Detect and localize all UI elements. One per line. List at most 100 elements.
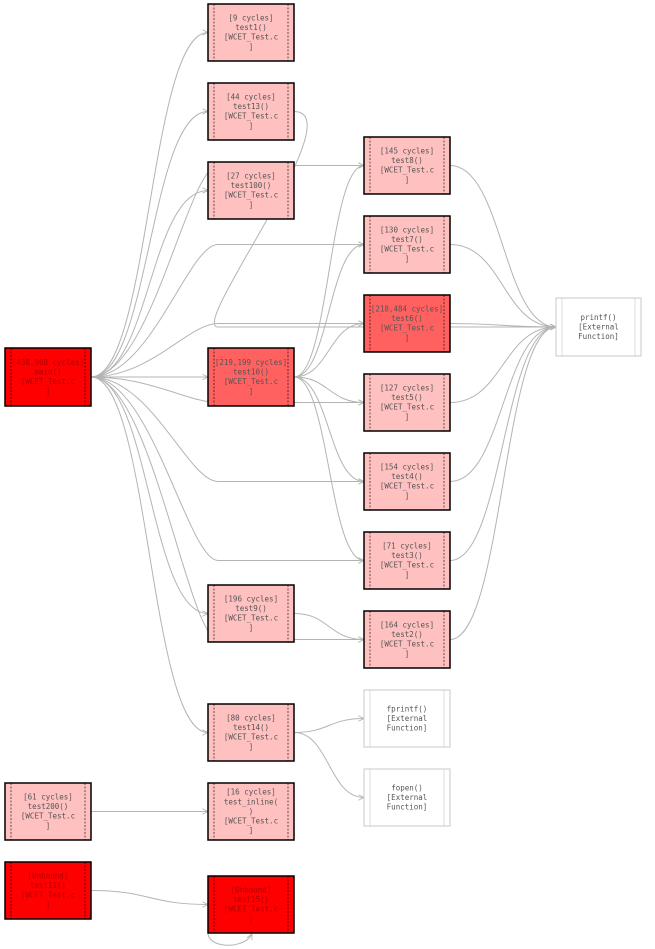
edges-layer [90,33,556,946]
node-test10-label-line-0: [219,199 cycles] [215,358,287,367]
node-test13[interactable]: [44 cycles]test13()[WCET_Test.c] [207,82,295,141]
node-test7-label-line-1: test7() [391,235,423,244]
node-test100[interactable]: [27 cycles]test100()[WCET_Test.c] [207,161,295,220]
node-test200[interactable]: [61 cycles]test200()[WCET_Test.c] [4,782,92,841]
node-test3-label-line-0: [71 cycles] [382,542,432,551]
node-test10-label-line-2: [WCET_Test.c [224,377,278,386]
edge-main-to-test9 [90,376,208,614]
node-test13-label-line-0: [44 cycles] [226,93,276,102]
node-test14-label-line-2: [WCET_Test.c [224,733,278,742]
edge-test10-to-test5 [293,376,364,403]
edge-main-to-test6 [90,324,364,378]
node-test11-label-line-1: test11() [30,881,66,890]
node-printf-box [555,297,642,357]
node-test5-label-line-2: [WCET_Test.c [380,403,434,412]
node-test13-label-line-1: test13() [233,102,269,111]
node-fopen-label-line-1: [External [387,793,428,802]
node-test7[interactable]: [130 cycles]test7()[WCET_Test.c] [363,215,451,274]
edge-test13-to-printf [213,111,556,328]
nodes-layer: [9 cycles]test1()[WCET_Test.c] [44 cycles… [4,3,642,934]
node-test200-label-line-0: [61 cycles] [23,793,73,802]
node-test5-box [363,373,451,432]
node-test5-label-line-1: test5() [391,393,423,402]
node-test6-box [363,294,451,353]
node-test100-box [207,161,295,220]
node-printf-label-line-2: Function] [578,332,619,341]
node-test3-label-line-1: test3() [391,551,423,560]
node-main-label-line-3: ] [46,387,51,396]
node-test10-label-line-3: ] [249,387,254,396]
node-test6[interactable]: [218,484 cycles]test6()[WCET_Test.c] [363,294,451,353]
node-test8-label-line-3: ] [405,175,410,184]
node-test14[interactable]: [80 cycles]test14()[WCET_Test.c] [207,703,295,762]
node-printf-label-line-1: [External [578,322,619,331]
node-test10[interactable]: [219,199 cycles]test10()[WCET_Test.c] [207,347,295,407]
node-test1-label-line-2: [WCET_Test.c [224,33,278,42]
node-test100-label-line-0: [27 cycles] [226,172,276,181]
node-test14-label-line-0: [80 cycles] [226,714,276,723]
node-main[interactable]: [438,988 cycles]main()[WCET_Test.c] [4,347,92,407]
node-test7-label-line-3: ] [405,254,410,263]
edge-main-to-test1 [90,33,208,378]
node-test14-label-line-1: test14() [233,723,269,732]
node-fprintf-box [363,689,451,748]
node-test15-label-line-0: [Unbound] [231,886,272,895]
node-test100-label-line-2: [WCET_Test.c [224,191,278,200]
node-test4[interactable]: [154 cycles]test4()[WCET_Test.c] [363,452,451,511]
node-test9-label-line-1: test9() [235,604,267,613]
node-test3[interactable]: [71 cycles]test3()[WCET_Test.c] [363,531,451,590]
node-test5[interactable]: [127 cycles]test5()[WCET_Test.c] [363,373,451,432]
node-test15-label-line-1: test15() [233,895,269,904]
node-test8-label-line-1: test8() [391,156,423,165]
node-test13-box [207,82,295,141]
node-test9-box [207,584,295,643]
edge-test9-to-test2 [293,613,364,640]
edge-test10-to-test7 [293,245,364,378]
node-test_inline-label-line-2: ) [249,807,254,816]
edge-test10-to-test4 [293,376,364,482]
node-test14-label-line-3: ] [249,742,254,751]
node-test9-label-line-3: ] [249,623,254,632]
node-test1-label-line-0: [9 cycles] [228,14,273,23]
node-test200-label-line-1: test200() [28,802,69,811]
node-test8-box [363,136,451,195]
node-test4-label-line-2: [WCET_Test.c [380,482,434,491]
edge-main-to-test13 [90,112,208,378]
node-fopen-label-line-0: fopen() [391,783,423,792]
node-test_inline[interactable]: [16 cycles]test_inline()[WCET_Test.c] [207,782,295,841]
node-test6-label-line-2: [WCET_Test.c [380,324,434,333]
node-test1-box [207,3,295,62]
node-test7-label-line-0: [130 cycles] [380,226,434,235]
node-test4-box [363,452,451,511]
node-test3-label-line-3: ] [405,570,410,579]
node-fprintf-label-line-0: fprintf() [387,704,428,713]
node-test15-label-line-2: [WCET_Test.c [224,905,278,914]
node-test4-label-line-0: [154 cycles] [380,463,434,472]
node-test11[interactable]: [Unbound]test11()[WCET_Test.c] [4,861,92,920]
node-test100-label-line-1: test100() [231,181,272,190]
node-test1[interactable]: [9 cycles]test1()[WCET_Test.c] [207,3,295,62]
node-test9-label-line-0: [196 cycles] [224,595,278,604]
edge-test5-to-printf [449,327,556,403]
node-test2-label-line-3: ] [405,649,410,658]
node-main-label-line-2: [WCET_Test.c [21,377,75,386]
node-test_inline-label-line-1: test_inline( [224,797,278,806]
node-test9[interactable]: [196 cycles]test9()[WCET_Test.c] [207,584,295,643]
node-test11-label-line-3: ] [46,900,51,909]
node-test15[interactable]: [Unbound]test15()[WCET_Test.c] [207,875,295,934]
node-test200-label-line-2: [WCET_Test.c [21,812,75,821]
node-test7-box [363,215,451,274]
node-test8[interactable]: [145 cycles]test8()[WCET_Test.c] [363,136,451,195]
node-test6-label-line-0: [218,484 cycles] [371,305,443,314]
node-test2[interactable]: [164 cycles]test2()[WCET_Test.c] [363,610,451,669]
node-test5-label-line-3: ] [405,412,410,421]
edge-main-to-test14 [90,376,208,733]
node-test6-label-line-1: test6() [391,314,423,323]
node-test8-label-line-0: [145 cycles] [380,147,434,156]
node-test2-box [363,610,451,669]
node-test_inline-box [207,782,295,841]
